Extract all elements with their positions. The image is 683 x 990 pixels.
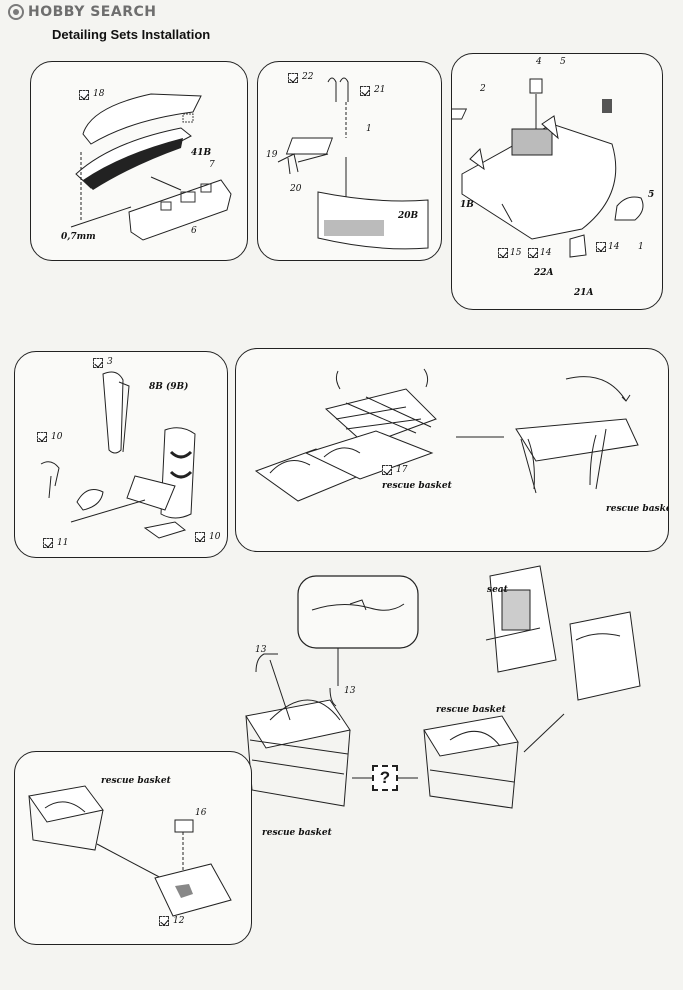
label-rescue-basket: rescue basket xyxy=(262,828,332,838)
check-icon xyxy=(528,248,538,258)
panel-basket-install: rescue basket 16 12 xyxy=(14,751,252,945)
part-10: 10 xyxy=(51,432,63,442)
rescue-basket-frame-drawing xyxy=(254,368,639,502)
question-box: ? xyxy=(372,765,398,791)
part-17: 17 xyxy=(396,465,408,475)
dashboard-drawing xyxy=(70,93,232,241)
panel-rails: 22 21 1 19 20 20B xyxy=(257,61,442,261)
watermark-logo-icon xyxy=(8,4,24,20)
label-rescue-basket: rescue basket xyxy=(101,776,171,786)
check-icon xyxy=(360,86,370,96)
part-20: 20 xyxy=(290,184,302,194)
label-rescue-basket: rescue basket xyxy=(382,481,452,491)
part-1: 1 xyxy=(366,124,372,134)
seat-belts-drawing xyxy=(40,371,196,539)
part-14: 14 xyxy=(540,248,552,258)
part-3: 3 xyxy=(107,357,113,367)
part-6: 6 xyxy=(191,226,197,236)
watermark: HOBBY SEARCH xyxy=(8,4,156,20)
part-1b: 1B xyxy=(460,200,474,210)
part-5-top: 5 xyxy=(560,57,566,67)
part-13-right: 13 xyxy=(344,686,356,696)
check-icon xyxy=(37,432,47,442)
label-rescue-basket: rescue basket xyxy=(436,705,506,715)
part-19: 19 xyxy=(266,150,278,160)
check-icon xyxy=(596,242,606,252)
panel-rescue-basket-frame: 17 rescue basket rescue basket xyxy=(235,348,669,552)
panel-seat-belts: 3 8B (9B) 10 10 11 xyxy=(14,351,228,558)
part-5: 5 xyxy=(648,190,655,200)
part-4: 4 xyxy=(536,57,542,67)
label-seat: seat xyxy=(487,585,508,595)
rails-drawing xyxy=(277,77,429,250)
cockpit-floor-drawing xyxy=(452,78,644,258)
part-10b: 10 xyxy=(209,532,221,542)
watermark-text: HOBBY SEARCH xyxy=(28,4,157,20)
part-1: 1 xyxy=(638,242,644,252)
part-14b: 14 xyxy=(608,242,620,252)
part-22a: 22A xyxy=(534,268,554,278)
panel-cockpit-floor: 2 4 5 1B 5 15 14 14 1 22A 21A xyxy=(451,53,663,310)
check-icon xyxy=(159,916,169,926)
label-rescue-basket: rescue basket xyxy=(606,504,669,514)
part-2: 2 xyxy=(480,84,486,94)
basket-install-drawing xyxy=(28,785,232,917)
check-icon xyxy=(79,90,89,100)
check-icon xyxy=(288,73,298,83)
part-7: 7 xyxy=(209,160,215,170)
part-13-left: 13 xyxy=(255,645,267,655)
check-icon xyxy=(498,248,508,258)
part-8b: 8B (9B) xyxy=(149,382,189,392)
part-20b: 20B xyxy=(398,211,419,221)
part-15: 15 xyxy=(510,248,522,258)
panel-dashboard: 18 41B 7 6 0,7mm xyxy=(30,61,248,261)
part-12: 12 xyxy=(173,916,185,926)
part-22: 22 xyxy=(302,72,314,82)
check-icon xyxy=(382,465,392,475)
part-16: 16 xyxy=(195,808,207,818)
part-11: 11 xyxy=(57,538,69,548)
page-title: Detailing Sets Installation xyxy=(52,27,211,42)
part-18: 18 xyxy=(93,89,105,99)
check-icon xyxy=(195,532,205,542)
part-21a: 21A xyxy=(574,288,594,298)
check-icon xyxy=(43,538,53,548)
check-icon xyxy=(93,358,103,368)
measure-label: 0,7mm xyxy=(61,232,96,242)
part-21: 21 xyxy=(374,85,386,95)
part-41b: 41B xyxy=(191,148,212,158)
